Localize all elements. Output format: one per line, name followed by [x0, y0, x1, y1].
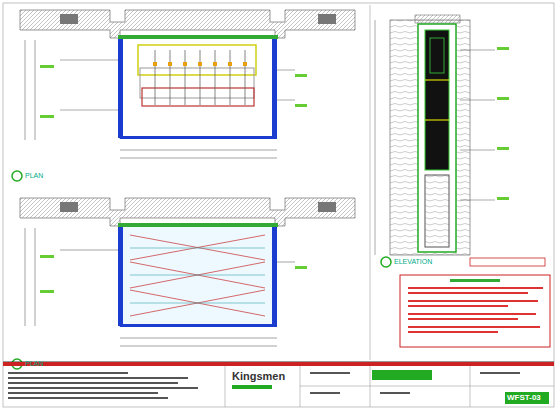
lower-plan [12, 198, 355, 369]
upper-plan [12, 10, 355, 181]
title-block [3, 362, 554, 407]
elevation [370, 5, 545, 360]
view-title: ELEVATION [394, 258, 432, 265]
drawing-number: WFST-03 [507, 394, 541, 402]
view-title: PLAN [25, 360, 43, 367]
company-name: Kingsmen [232, 371, 285, 382]
view-title: PLAN [25, 172, 43, 179]
notes-box [400, 275, 550, 347]
